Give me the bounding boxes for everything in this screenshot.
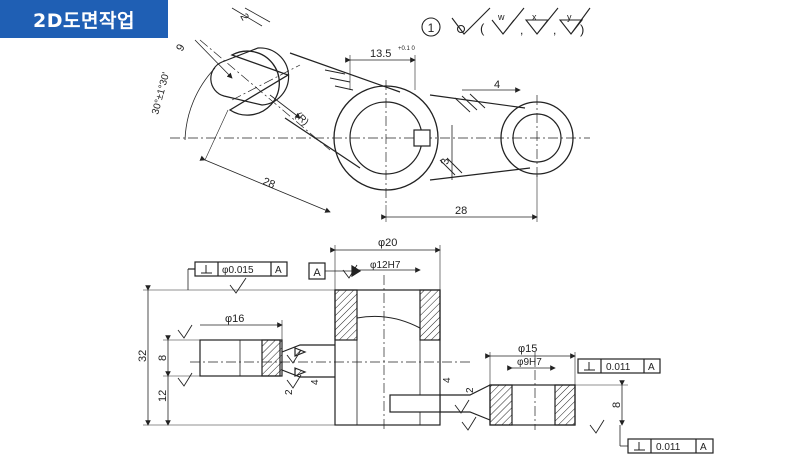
dim-d12h7: φ12H7 [370,260,401,271]
perp-frame-right: 0.011 A [577,358,661,374]
center-lines [170,39,590,205]
dim-4-top: 4 [494,79,500,91]
perp-right-ref: A [648,362,655,373]
left-lug [228,50,290,116]
dim-28-bottom: 28 [455,205,467,217]
svg-text:,: , [553,23,556,37]
perp-right-value: 0.011 [606,362,631,373]
left-slot [210,47,290,106]
dim-32: 32 [137,350,149,362]
perp-bottom-value: 0.011 [656,442,681,453]
dim-8-left: 8 [157,355,169,361]
left-boss-hatch [261,339,283,377]
center-boss [333,85,439,191]
surface-marks [177,264,605,434]
perp-left-value: φ0.015 [222,265,254,276]
dim-2-top: 2 [237,12,250,23]
right-boss [500,101,574,175]
svg-text:): ) [580,22,584,37]
perp-frame-left: φ0.015 A [187,261,288,290]
main-hub [334,289,441,426]
perp-left-ref: A [275,265,282,276]
dim-13-5: 13.5 [370,48,391,60]
datum-a-label: A [313,267,321,279]
dim-9: 9 [174,42,187,53]
svg-text:(: ( [480,21,485,36]
hub-hatch-left [334,289,358,341]
weld-w-label: w [497,12,505,22]
dim-d15: φ15 [518,343,537,355]
weld-y-label: y [567,12,572,22]
front-view: A φ0.015 A φ20 φ12H7 φ16 32 [137,237,714,454]
dim-d16: φ16 [225,313,244,325]
dim-d9h7: φ9H7 [517,357,542,368]
perp-bottom-ref: A [700,442,707,453]
dim-8-right: 8 [611,402,623,408]
right-boss-hatch-left [489,384,513,426]
note-index-text: 1 [428,21,435,35]
weld-x-label: x [532,12,537,22]
weld-check-mark [451,7,491,35]
right-boss-hatch-right [554,384,576,426]
dim-angle: 30°±1°30' [150,71,172,116]
top-view: 2 9 30°±1°30' (R) 28 13.5 +0.1 0 4 3 28 [150,7,590,222]
perp-frame-bottom: 0.011 A [619,425,714,454]
dim-4-left: 4 [310,379,321,385]
dim-d20: φ20 [378,237,397,249]
dim-28-diagonal: 28 [261,176,277,192]
dim-3: 3 [439,157,452,165]
weld-marks [324,69,486,176]
page-title-badge: 2D도면작업 [0,0,168,38]
dim-2-right: 2 [465,387,476,393]
note-index-circle [421,17,441,37]
dim-2-left: 2 [284,389,295,395]
dim-4-right: 4 [442,377,453,383]
weld-symbol-note: 1 ( w , x , y ) [421,7,591,37]
arm-top-edge [289,52,401,93]
keyway [413,129,431,147]
right-bore [512,113,562,163]
svg-text:,: , [520,23,523,37]
dim-13-5-tol: +0.1 0 [398,46,416,52]
hub-hatch-right [419,289,441,341]
dim-12: 12 [157,390,169,402]
